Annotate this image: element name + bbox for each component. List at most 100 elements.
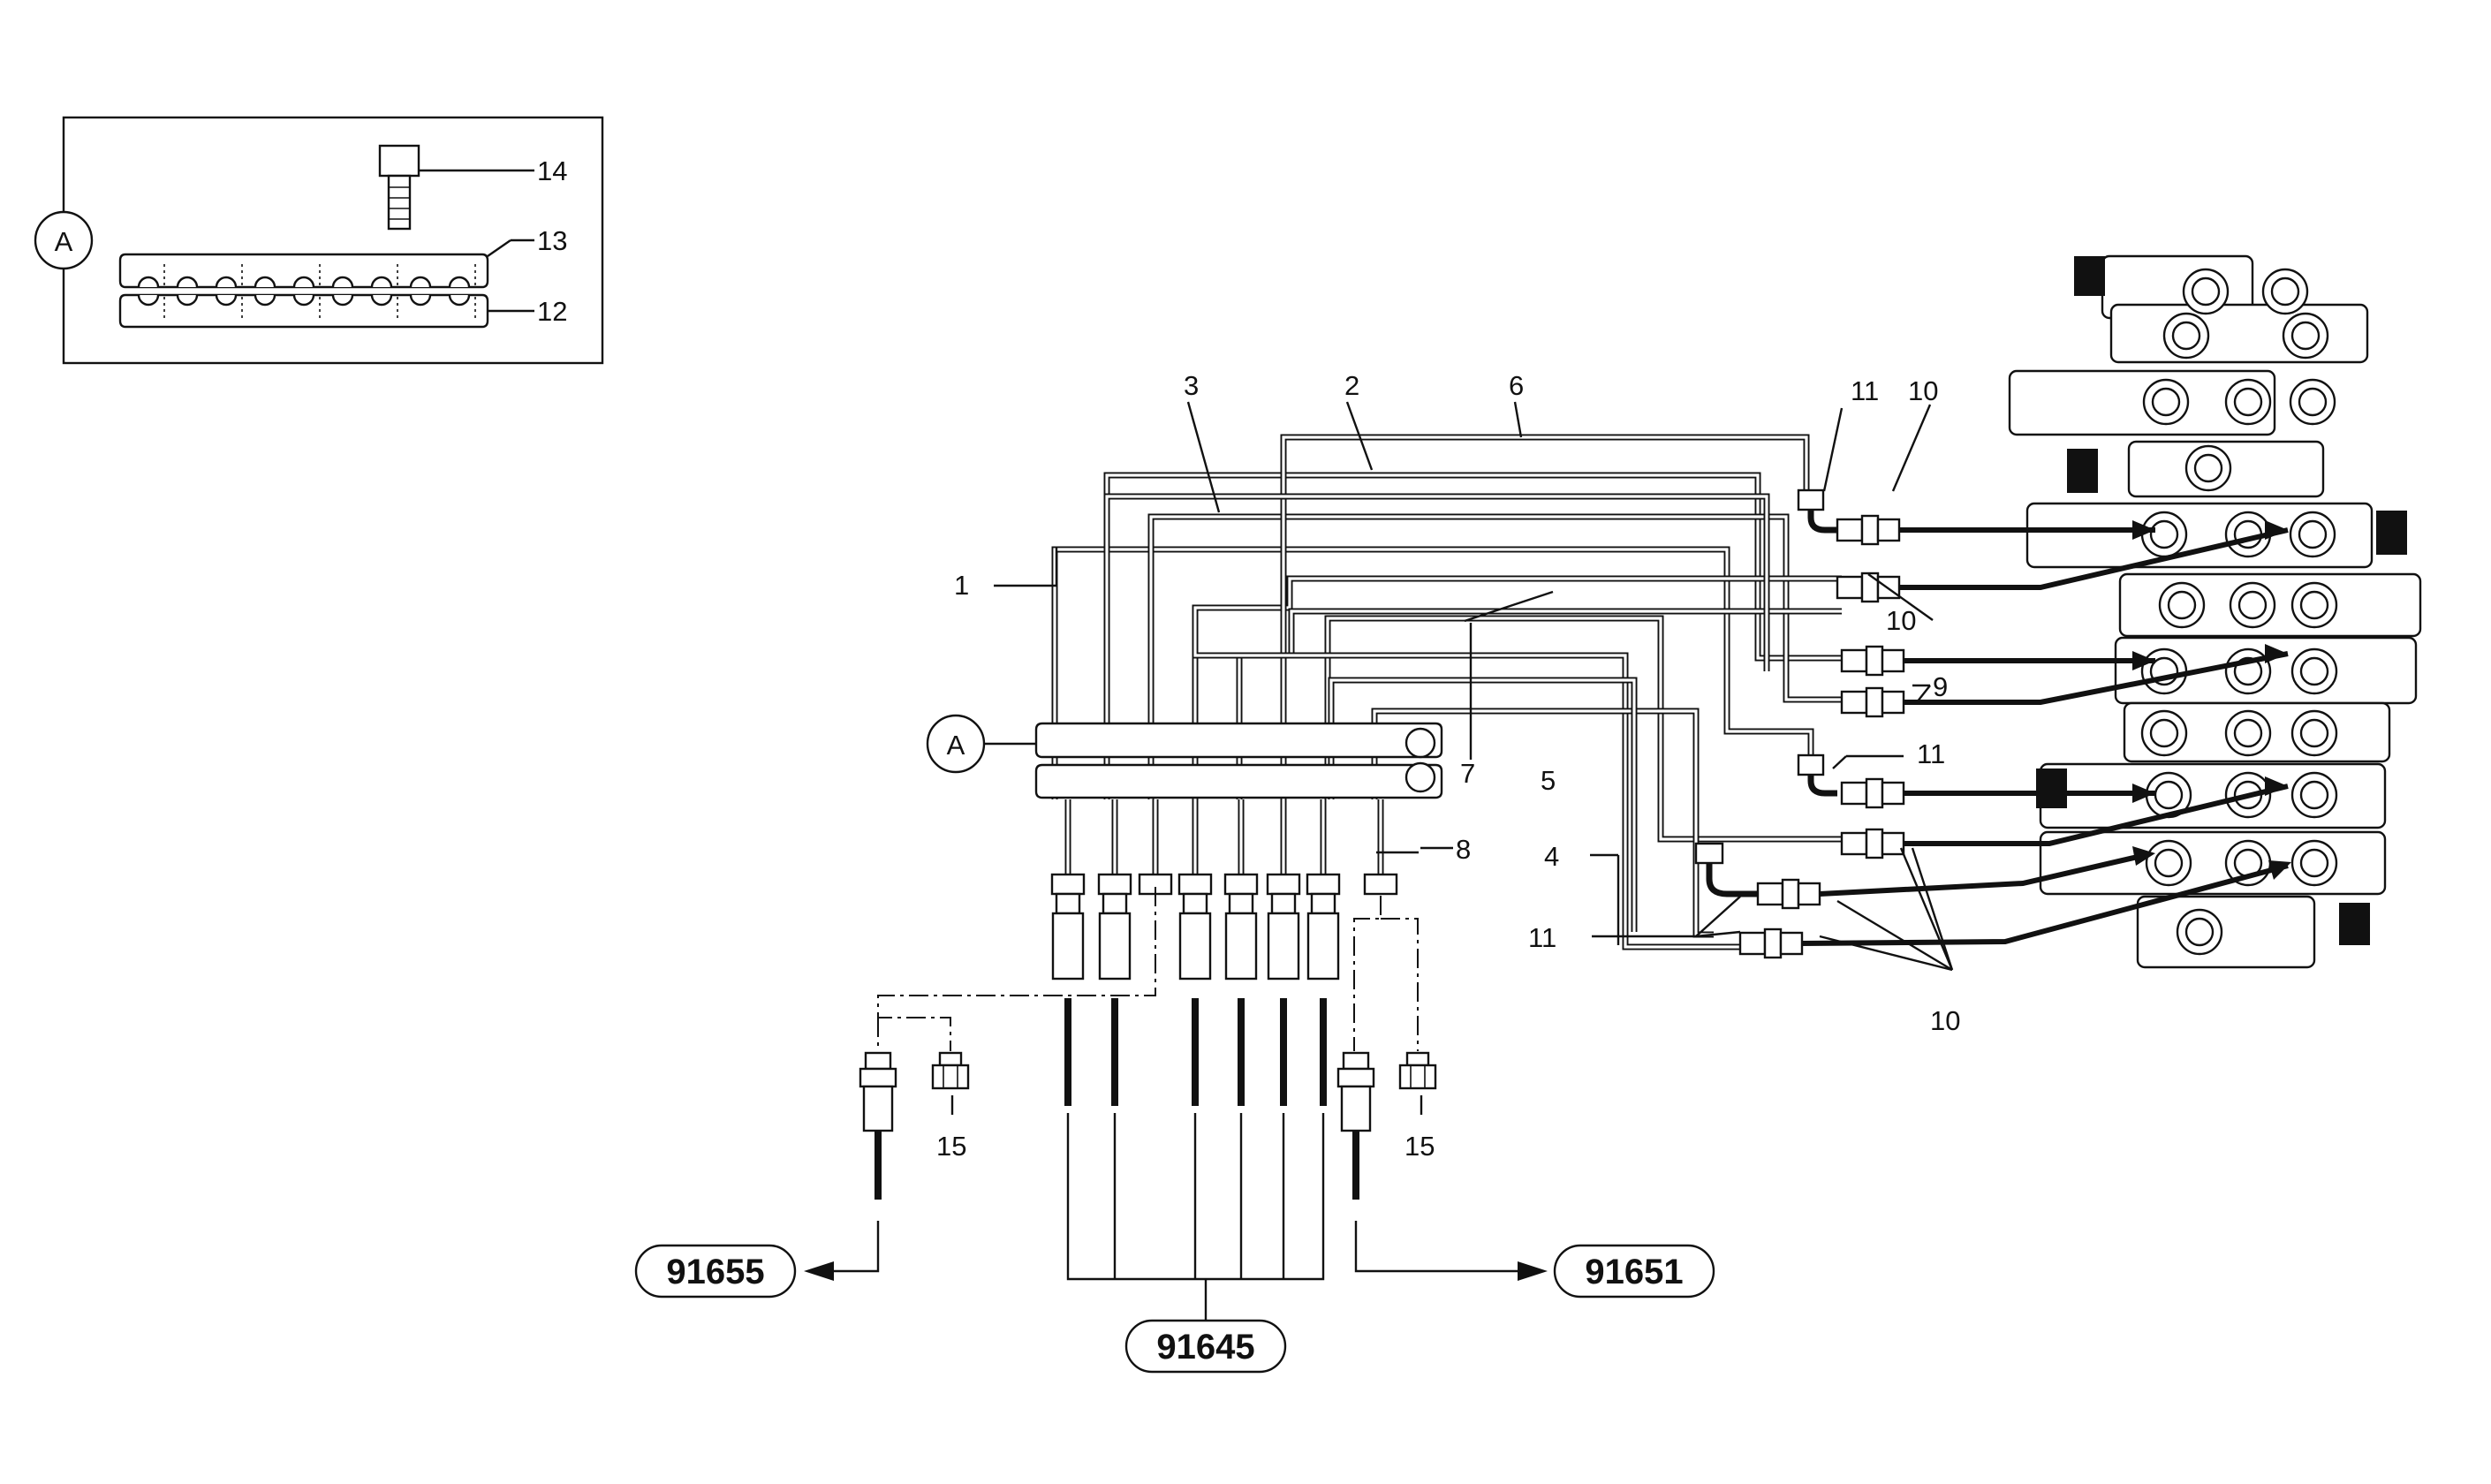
callout-11-bottom: 11: [1528, 922, 1556, 953]
clamp-notch: [137, 276, 160, 288]
clamp-notch: [409, 276, 432, 288]
elbow: [1807, 510, 1837, 534]
clamp-notch: [137, 294, 160, 307]
callout-3: 3: [1184, 370, 1199, 401]
clamp-notch: [448, 294, 471, 307]
valve-section: [2109, 303, 2369, 364]
arrow-head: [2265, 520, 2288, 540]
arrow-head: [2132, 846, 2155, 866]
callout-2: 2: [1344, 370, 1359, 401]
hose-fitting: [1270, 892, 1297, 915]
clamp-notch: [448, 276, 471, 288]
elbow-nut: [1694, 842, 1724, 865]
callout-10-top: 10: [1908, 375, 1938, 406]
hose-fitting: [1182, 892, 1208, 915]
pipe-routes: [1051, 434, 1842, 950]
solenoid-cap: [2376, 511, 2407, 555]
control-valve-bank: [2008, 254, 2422, 969]
tube-nut: [1223, 873, 1259, 896]
arrow-head: [2268, 860, 2291, 880]
reference-box-91655: [634, 1244, 797, 1298]
clamp-notch: [176, 294, 199, 307]
solenoid-cap: [2036, 768, 2067, 808]
reference-box-91651: [1553, 1244, 1715, 1298]
valve-port-fittings: [1694, 488, 2291, 959]
tube-nut: [1266, 873, 1301, 896]
hose-ferrule: [1224, 912, 1258, 980]
valve-section: [2008, 369, 2276, 436]
valve-bottom-block: [2136, 895, 2316, 969]
valve-section: [2025, 502, 2374, 569]
callout-9: 9: [1933, 671, 1948, 702]
screw-part: [378, 144, 420, 231]
port-fitting: [1840, 690, 1868, 715]
reference-91651: 91651: [1585, 1253, 1683, 1291]
clamp-notch: [176, 276, 199, 288]
clamp-lower-plate: [118, 293, 489, 329]
hose-ferrule: [1306, 912, 1340, 980]
tube-nut: [1050, 873, 1086, 896]
callout-10-bottom: 10: [1930, 1005, 1960, 1036]
port-fitting: [1836, 575, 1864, 600]
tube-nut: [1363, 873, 1398, 896]
clamp-notch: [370, 276, 393, 288]
callout-13: 13: [537, 225, 567, 256]
hose-ferrule: [1051, 912, 1085, 980]
arrow-head: [2265, 644, 2288, 663]
clamp-notch: [331, 276, 354, 288]
reference-91655: 91655: [666, 1253, 764, 1291]
pipe-clamp-bracket: A: [926, 714, 1443, 799]
arrow-head: [2132, 784, 2155, 803]
solenoid-cap: [2074, 256, 2105, 296]
lower-fittings: [1050, 799, 1398, 1106]
clamp-notch: [370, 294, 393, 307]
hose-fitting: [1310, 892, 1336, 915]
callout-4: 4: [1544, 841, 1559, 872]
hose-ferrule: [1178, 912, 1212, 980]
hose-fitting: [1102, 892, 1128, 915]
solenoid-cap: [2339, 903, 2370, 945]
callout-15-left: 15: [936, 1131, 966, 1162]
reference-links: 91655 91651 91645: [634, 1113, 1715, 1374]
hose-fitting: [1228, 892, 1254, 915]
elbow: [1807, 775, 1837, 797]
pressure-line: [1801, 863, 2289, 946]
clamp-upper-plate: [118, 253, 489, 289]
clamp-notch: [409, 294, 432, 307]
callout-10-mid: 10: [1886, 605, 1916, 636]
detail-marker-circle: [34, 210, 94, 270]
callout-6: 6: [1509, 370, 1524, 401]
reference-91645: 91645: [1156, 1328, 1254, 1367]
alternative-fittings: [859, 887, 1437, 1200]
tube-nut: [1306, 873, 1341, 896]
clamp-notch: [215, 276, 238, 288]
elbow-nut: [1797, 753, 1825, 776]
callout-14: 14: [537, 155, 567, 186]
callout-12: 12: [537, 296, 567, 327]
callout-15-right: 15: [1404, 1131, 1435, 1162]
solenoid-cap: [2067, 449, 2098, 493]
callout-11-mid: 11: [1917, 738, 1945, 769]
hose-ferrule: [1098, 912, 1132, 980]
pressure-line: [1899, 527, 2289, 590]
callout-leaders: [950, 401, 1954, 1115]
clamp-notch: [215, 294, 238, 307]
detail-marker-label: A: [55, 226, 73, 257]
clamp-notch: [254, 294, 276, 307]
port-fitting: [1840, 648, 1868, 673]
bracket-marker-label: A: [947, 730, 965, 761]
clamp-notch: [254, 276, 276, 288]
elbow: [1706, 863, 1758, 897]
port-fitting: [1836, 518, 1864, 542]
tube-nut: [1097, 873, 1132, 896]
arrow-head: [2265, 776, 2288, 796]
callout-7: 7: [1460, 758, 1475, 789]
clamp-notch: [292, 294, 315, 307]
callout-11-top: 11: [1851, 375, 1879, 406]
port-fitting: [1756, 882, 1784, 906]
port-fitting: [1840, 781, 1868, 806]
hose-ferrule: [1267, 912, 1300, 980]
hose-fitting: [1055, 892, 1081, 915]
tube-nut: [1177, 873, 1213, 896]
